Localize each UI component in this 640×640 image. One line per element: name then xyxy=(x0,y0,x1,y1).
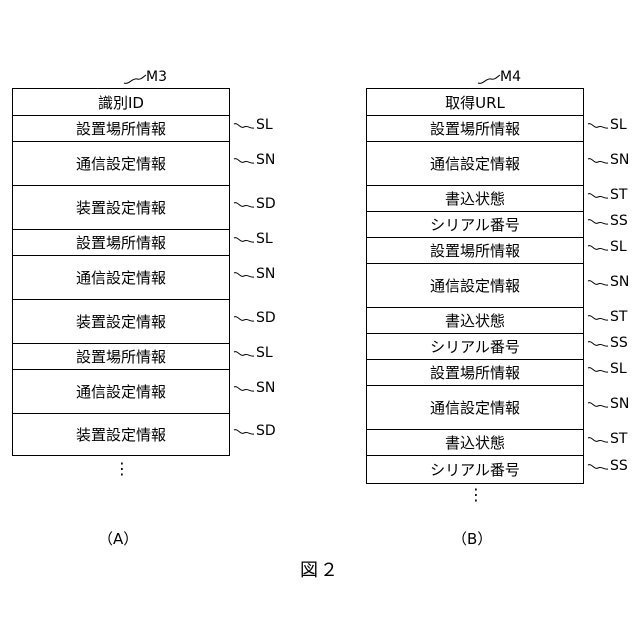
leader-squiggle xyxy=(234,350,254,360)
leader-squiggle xyxy=(588,279,608,289)
leader-squiggle xyxy=(124,75,146,87)
url-table: 取得URL設置場所情報通信設定情報書込状態シリアル番号設置場所情報通信設定情報書… xyxy=(366,88,584,484)
table-row: 設置場所情報 xyxy=(367,115,583,141)
row-code: SL xyxy=(610,361,627,377)
row-code: SN xyxy=(256,380,275,396)
table-row: 書込状態 xyxy=(367,429,583,455)
table-row: 設置場所情報 xyxy=(367,359,583,385)
leader-squiggle xyxy=(234,385,254,395)
row-code: SS xyxy=(610,213,628,229)
row-code: SN xyxy=(610,274,629,290)
table-row: 通信設定情報 xyxy=(367,385,583,429)
row-code: SD xyxy=(256,423,276,439)
leader-squiggle xyxy=(588,436,608,446)
table-row: シリアル番号 xyxy=(367,455,583,483)
table-row: シリアル番号 xyxy=(367,211,583,237)
leader-squiggle xyxy=(234,271,254,281)
row-code: SS xyxy=(610,458,628,474)
table-row: 通信設定情報 xyxy=(13,255,229,299)
table-row: 書込状態 xyxy=(367,307,583,333)
table-row: 装置設定情報 xyxy=(13,299,229,343)
continuation-mark: ⋮ xyxy=(466,492,486,498)
row-code: ST xyxy=(610,431,627,447)
table-row: 通信設定情報 xyxy=(367,141,583,185)
row-code: SN xyxy=(256,152,275,168)
table-row: 通信設定情報 xyxy=(13,141,229,185)
table-row: 装置設定情報 xyxy=(13,185,229,229)
table-row: 通信設定情報 xyxy=(367,263,583,307)
row-code: SL xyxy=(256,231,273,247)
leader-squiggle xyxy=(588,340,608,350)
ref-label-m4: M4 xyxy=(500,70,521,84)
row-code: ST xyxy=(610,187,627,203)
leader-squiggle xyxy=(588,244,608,254)
row-code: SN xyxy=(610,396,629,412)
table-row: 設置場所情報 xyxy=(13,343,229,369)
row-code: SS xyxy=(610,335,628,351)
leader-squiggle xyxy=(588,401,608,411)
leader-squiggle xyxy=(234,122,254,132)
table-row: 設置場所情報 xyxy=(13,229,229,255)
id-table: 識別ID設置場所情報通信設定情報装置設定情報設置場所情報通信設定情報装置設定情報… xyxy=(12,88,230,456)
panel-caption-a: （A） xyxy=(98,528,138,549)
leader-squiggle xyxy=(588,157,608,167)
table-row: 書込状態 xyxy=(367,185,583,211)
row-code: SN xyxy=(610,152,629,168)
table-row: 装置設定情報 xyxy=(13,413,229,455)
leader-squiggle xyxy=(588,463,608,473)
leader-squiggle xyxy=(588,218,608,228)
row-code: SL xyxy=(610,239,627,255)
table-row: 通信設定情報 xyxy=(13,369,229,413)
panel-caption-b: （B） xyxy=(452,528,492,549)
row-code: SL xyxy=(610,117,627,133)
leader-squiggle xyxy=(234,315,254,325)
row-code: SD xyxy=(256,196,276,212)
leader-squiggle xyxy=(588,192,608,202)
leader-squiggle xyxy=(588,314,608,324)
table-row: 設置場所情報 xyxy=(367,237,583,263)
row-code: SL xyxy=(256,117,273,133)
leader-squiggle xyxy=(234,428,254,438)
leader-squiggle xyxy=(478,75,500,87)
ref-label-m3: M3 xyxy=(146,70,167,84)
row-code: ST xyxy=(610,309,627,325)
header-cell: 識別ID xyxy=(13,89,229,115)
row-code: SL xyxy=(256,345,273,361)
header-cell: 取得URL xyxy=(367,89,583,115)
row-code: SN xyxy=(256,266,275,282)
table-row: 設置場所情報 xyxy=(13,115,229,141)
leader-squiggle xyxy=(234,201,254,211)
leader-squiggle xyxy=(588,122,608,132)
leader-squiggle xyxy=(234,236,254,246)
leader-squiggle xyxy=(588,366,608,376)
row-code: SD xyxy=(256,310,276,326)
figure-caption: 図２ xyxy=(0,556,640,582)
continuation-mark: ⋮ xyxy=(112,466,132,472)
leader-squiggle xyxy=(234,157,254,167)
table-row: シリアル番号 xyxy=(367,333,583,359)
